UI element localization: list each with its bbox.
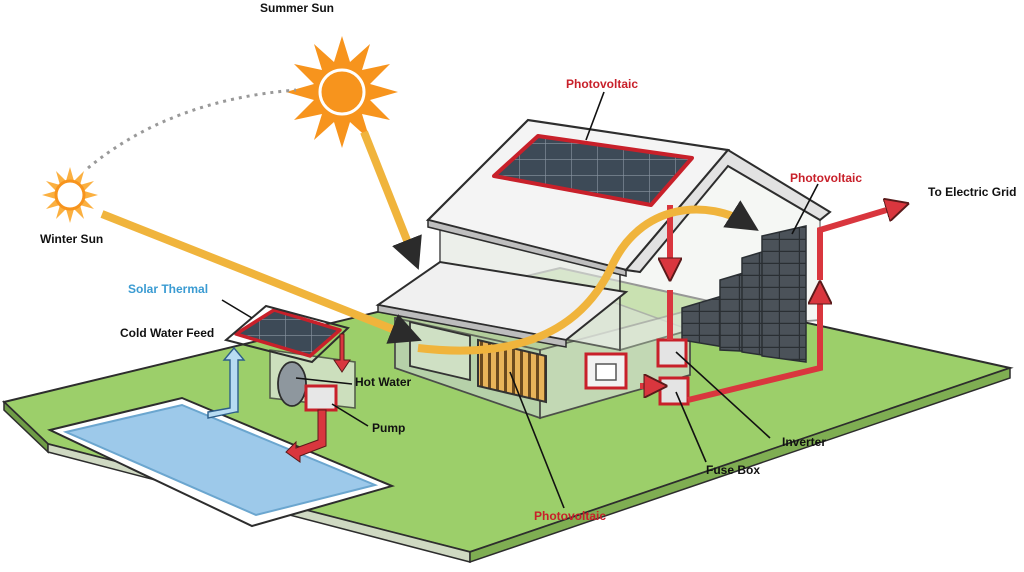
thermal-shed-roof — [223, 304, 350, 364]
roof-photovoltaic-panel — [492, 134, 694, 207]
label-cold-water-feed: Cold Water Feed — [120, 326, 214, 340]
sun-path-arc — [87, 88, 297, 170]
thermal-hot-pipe — [333, 333, 351, 373]
summer-beam — [360, 130, 422, 270]
label-inverter: Inverter — [782, 435, 826, 449]
battery-bank — [681, 225, 807, 363]
window-photovoltaic — [477, 338, 547, 404]
pump-box — [304, 384, 338, 412]
leader-wall-pv — [791, 183, 819, 235]
hot-water-tank — [277, 361, 307, 407]
label-hot-water: Hot Water — [355, 375, 412, 389]
label-fuse-box: Fuse Box — [706, 463, 760, 477]
fuse-box — [658, 376, 690, 406]
label-photovoltaic-wall: Photovoltaic — [790, 171, 862, 185]
inverter-box — [656, 338, 688, 368]
lawn-edge-right — [469, 366, 1011, 564]
leader-hot-water — [295, 377, 353, 385]
label-photovoltaic-window: Photovoltaic — [534, 509, 606, 523]
main-roof-edge — [427, 219, 627, 277]
leader-fuse-box — [675, 391, 707, 463]
label-pump: Pump — [372, 421, 405, 435]
leader-solar-thermal — [221, 299, 253, 319]
winter-sun-icon — [42, 167, 98, 223]
summer-sun-icon — [286, 36, 398, 148]
leader-window-pv — [509, 371, 565, 509]
leader-roof-pv — [585, 91, 605, 141]
cold-water-pipe — [207, 346, 246, 419]
interior-beam — [417, 200, 759, 355]
porch-roof-edge — [377, 304, 567, 348]
electric-line-grid — [817, 206, 900, 280]
gable-roof — [624, 148, 832, 274]
electric-line-fuse-out — [687, 290, 820, 403]
label-solar-thermal: Solar Thermal — [128, 282, 208, 296]
winter-beam — [100, 210, 422, 344]
leader-inverter — [675, 351, 771, 439]
label-to-electric-grid: To Electric Grid — [928, 185, 1016, 199]
solar-thermal-panel — [234, 308, 342, 358]
pool-water — [62, 403, 379, 517]
leader-pump — [331, 403, 369, 427]
label-photovoltaic-roof: Photovoltaic — [566, 77, 638, 91]
label-summer-sun: Summer Sun — [260, 1, 334, 15]
pool-return-pipe — [285, 409, 327, 463]
label-winter-sun: Winter Sun — [40, 232, 103, 246]
